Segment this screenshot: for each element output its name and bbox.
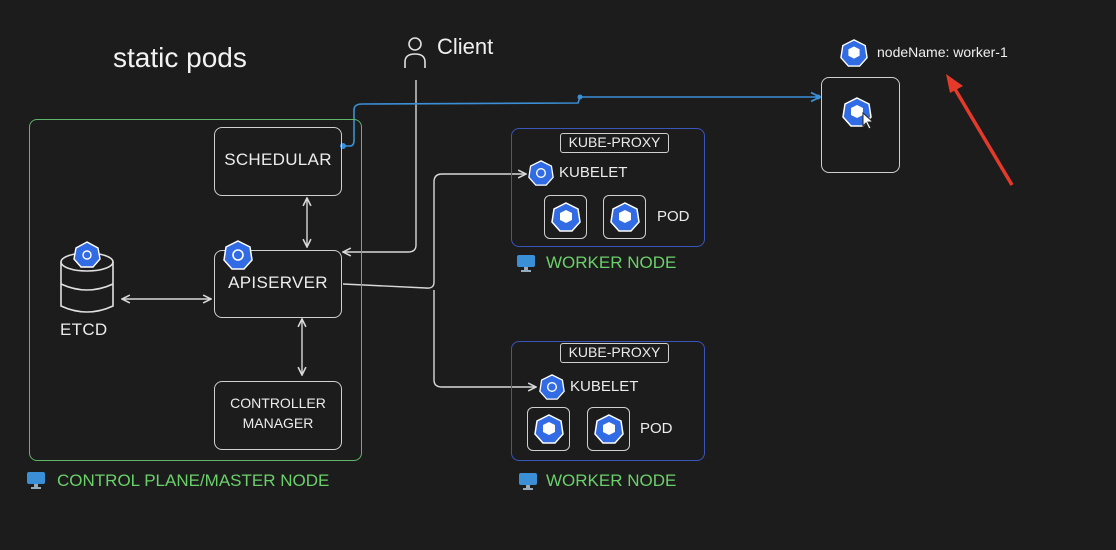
apiserver-worker2-arrow bbox=[433, 290, 536, 387]
client-label: Client bbox=[437, 34, 494, 59]
kube-proxy-label-2: KUBE-PROXY bbox=[568, 344, 661, 360]
monitor-icon bbox=[518, 471, 538, 496]
mouse-cursor-icon bbox=[862, 111, 876, 135]
worker-node-label-1: WORKER NODE bbox=[546, 253, 677, 272]
pod-label-2: POD bbox=[640, 420, 673, 437]
kubelet-label-1: KUBELET bbox=[559, 164, 628, 181]
controller-manager-box bbox=[214, 381, 342, 450]
schedular-box bbox=[214, 127, 342, 196]
pod-box bbox=[544, 195, 587, 239]
static-pod-link-arrow bbox=[342, 97, 820, 147]
apiserver-box bbox=[214, 250, 342, 318]
red-pointer-arrow bbox=[950, 83, 1014, 186]
etcd-database-icon bbox=[59, 240, 115, 321]
kube-proxy-box-2 bbox=[560, 343, 669, 363]
worker-node-label-2: WORKER NODE bbox=[546, 471, 677, 490]
kubelet-icon bbox=[528, 160, 554, 191]
pod-box bbox=[587, 407, 630, 451]
pod-cube-icon bbox=[610, 202, 640, 237]
kubernetes-icon bbox=[223, 240, 253, 275]
control-plane-node bbox=[29, 119, 362, 461]
page-title: static pods bbox=[113, 42, 247, 73]
pod-box bbox=[527, 407, 570, 451]
node-name-label: nodeName: worker-1 bbox=[877, 44, 1008, 60]
kube-proxy-label-1: KUBE-PROXY bbox=[568, 134, 661, 150]
worker-node-2 bbox=[511, 341, 705, 461]
worker-node-1 bbox=[511, 128, 705, 247]
apiserver-label: APISERVER bbox=[228, 273, 328, 292]
monitor-icon bbox=[516, 253, 536, 278]
client-apiserver-arrow bbox=[343, 80, 417, 252]
kubelet-icon bbox=[539, 374, 565, 405]
pod-cube-icon bbox=[551, 202, 581, 237]
apiserver-worker1-arrow bbox=[342, 174, 526, 289]
kubelet-label-2: KUBELET bbox=[570, 378, 639, 395]
controller-manager-label: CONTROLLER MANAGER bbox=[230, 395, 326, 431]
monitor-icon bbox=[26, 470, 46, 495]
pod-label-1: POD bbox=[657, 208, 690, 225]
pod-box bbox=[603, 195, 646, 239]
kube-proxy-box-1 bbox=[560, 133, 669, 153]
pod-cube-icon bbox=[534, 414, 564, 449]
static-pod-node-box bbox=[821, 77, 900, 173]
pod-cube-icon bbox=[594, 414, 624, 449]
control-plane-label: CONTROL PLANE/MASTER NODE bbox=[57, 471, 330, 490]
etcd-label: ETCD bbox=[60, 320, 108, 339]
schedular-label: SCHEDULAR bbox=[224, 150, 332, 169]
node-cube-icon bbox=[840, 39, 868, 72]
user-icon bbox=[403, 36, 427, 70]
